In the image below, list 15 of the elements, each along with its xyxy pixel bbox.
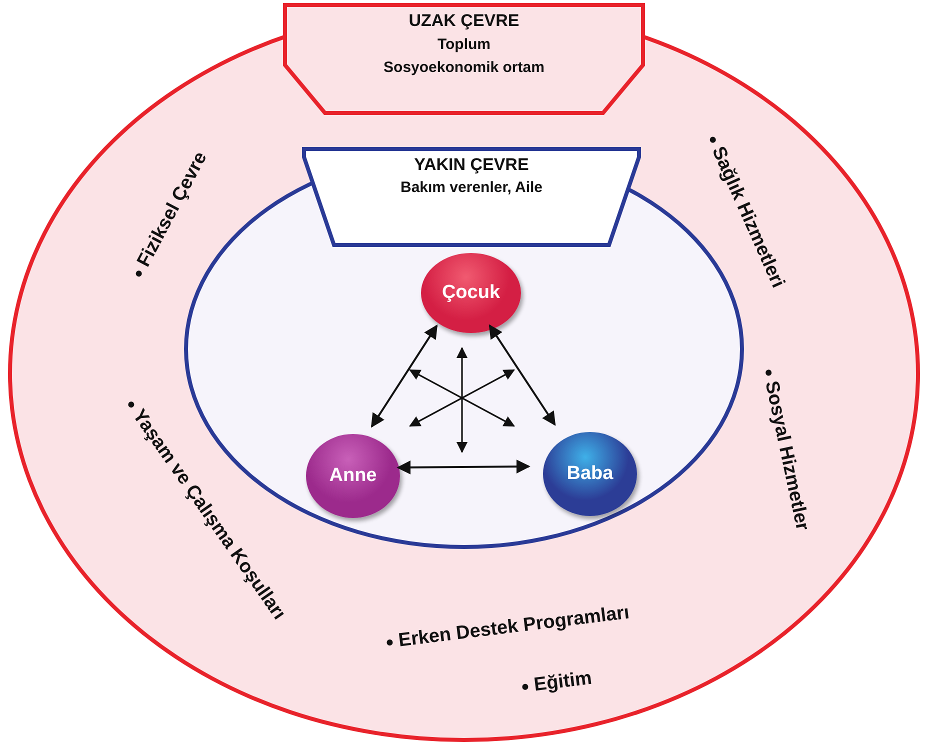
bullet-item: Eğitim xyxy=(520,668,594,698)
subheading: Sosyoekonomik ortam xyxy=(382,59,546,76)
bullet-item: Erken Destek Programları xyxy=(385,602,631,654)
heading: UZAK ÇEVRE xyxy=(408,11,520,31)
subheading: Toplum xyxy=(436,36,492,53)
circle-label: Anne xyxy=(329,465,377,487)
bullet-item: Sosyal Hizmetler xyxy=(757,367,813,533)
heading: YAKIN ÇEVRE xyxy=(413,155,530,175)
arrow xyxy=(370,324,438,428)
person-circle xyxy=(306,434,400,518)
circle-label: Çocuk xyxy=(442,282,500,304)
arrow xyxy=(396,460,530,474)
subheading: Bakım verenler, Aile xyxy=(399,179,544,196)
arrow xyxy=(488,324,556,426)
circle-label: Baba xyxy=(566,463,614,485)
